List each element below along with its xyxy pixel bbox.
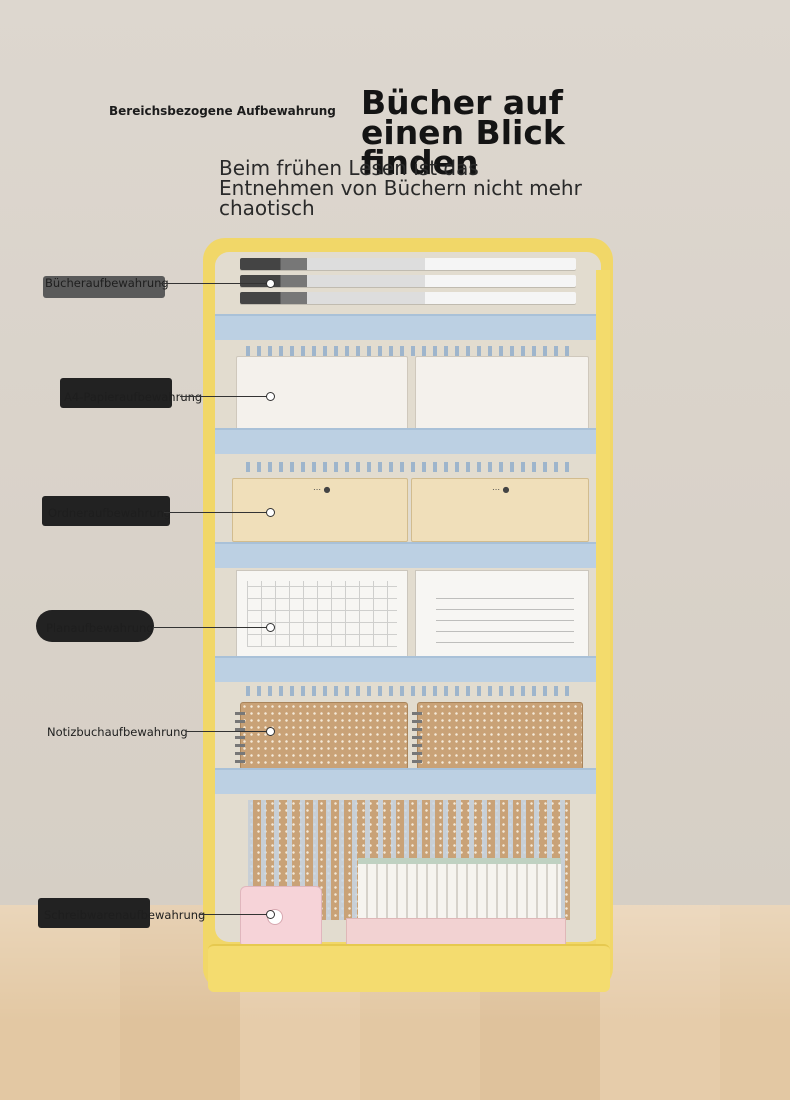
callout-label-plans: Planaufbewahrung [46,621,154,635]
plan-grid [247,581,397,647]
pencil-sharpener [240,886,322,948]
a4-paper-stack [415,356,589,432]
section-tag: Bereichsbezogene Aufbewahrung [109,104,336,118]
callout-dot [266,279,275,288]
tier-slots [246,462,574,472]
shelf-tier-4 [215,656,601,682]
callout-thumb-plans [36,610,154,642]
callout-label-books: Bücheraufbewahrung [45,276,169,290]
shelf-tier-2 [215,428,601,454]
callout-thumb-stationery [38,898,150,928]
leader-line [154,627,268,628]
headline: Bücher auf einen Blick finden [361,83,565,182]
pen-tray [346,918,566,948]
plan-sketch [415,570,589,658]
leader-line [200,914,268,915]
callout-dot [266,910,275,919]
notebook-spiral [412,709,422,763]
shelf-side-post [596,270,610,950]
callout-thumb-folders [42,496,170,526]
tier-slots [246,346,574,356]
top-book-stack [240,258,576,314]
handwriting [436,589,574,643]
callout-dot [266,727,275,736]
spiral-notebook [235,702,408,770]
book-spine [240,292,576,304]
callout-thumb-books [43,276,165,298]
folder-box: ⋯ ● [411,478,589,542]
book-spine [240,258,576,270]
shelf-base [208,944,610,992]
a4-paper-stack [236,356,408,432]
shelf-tier-1 [215,314,601,340]
callout-label-stationery: Schreibwarenaufbewahrung [44,908,206,922]
callout-label-a4: A4-Papieraufbewahrung [64,390,203,404]
notebook-spiral [235,709,245,763]
callout-label-folders: Ordneraufbewahrung [48,506,172,520]
leader-line [180,396,268,397]
spiral-notebook [412,702,583,770]
folder-box: ⋯ ● [232,478,408,542]
callout-thumb-a4 [60,378,172,408]
leader-line [160,283,268,284]
plan-drawing [236,570,408,658]
callout-dot [266,623,275,632]
leader-line [186,731,268,732]
tier-slots [246,686,574,696]
callout-dot [266,508,275,517]
shelf-tier-5 [215,768,601,794]
leader-line [164,512,268,513]
book-spine [240,275,576,287]
callout-dot [266,392,275,401]
shelf-tier-3 [215,542,601,568]
marker-pens [358,858,561,928]
callout-label-notebooks: Notizbuchaufbewahrung [47,725,188,739]
subline: Beim frühen Lesen ist das Entnehmen von … [219,156,582,220]
